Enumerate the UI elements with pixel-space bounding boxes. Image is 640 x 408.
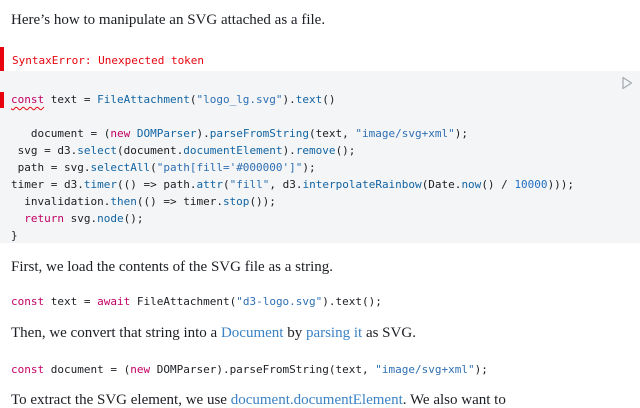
code-token: documentElement: [183, 144, 283, 157]
code-token: ();: [335, 144, 356, 157]
error-message: SyntaxError: Unexpected token: [12, 54, 205, 67]
paragraph-convert: Then, we convert that string into a Docu…: [11, 326, 416, 341]
code-token: remove: [295, 144, 336, 157]
code-token: (() => path.: [116, 178, 197, 191]
code-token: (: [150, 161, 157, 174]
code-token: (: [189, 93, 197, 106]
code-token: [11, 212, 24, 225]
code-token: (text,: [309, 127, 356, 140]
parsing-link[interactable]: parsing it: [305, 325, 363, 341]
code-line: path = svg.selectAll("path[fill='#000000…: [11, 159, 574, 176]
document-link[interactable]: Document: [220, 325, 284, 341]
code-token: (document.: [116, 144, 184, 157]
code-token: ());: [249, 195, 276, 208]
code-line: [11, 108, 574, 125]
paragraph-text: as SVG.: [362, 325, 416, 341]
code-line: invalidation.then(() => timer.stop());: [11, 193, 574, 210]
code-token: const: [11, 93, 45, 106]
code-token: text =: [44, 93, 98, 106]
code-token: ).: [196, 127, 210, 140]
code-token: FileAttachment: [97, 93, 190, 106]
code-token: attr: [196, 178, 223, 191]
code-token: await: [97, 295, 131, 308]
code-token: now: [461, 178, 482, 191]
code-line: timer = d3.timer(() => path.attr("fill",…: [11, 176, 574, 193]
code-snippet-load: const text = await FileAttachment("d3-lo…: [11, 293, 382, 310]
code-line: document = (new DOMParser).parseFromStri…: [11, 125, 574, 142]
code-token: select: [77, 144, 117, 157]
code-token: path = svg.: [11, 161, 91, 174]
code-token: "d3-logo.svg": [236, 295, 323, 308]
code-token: )));: [547, 178, 575, 191]
code-token: invalidation.: [11, 195, 111, 208]
code-token: new: [130, 363, 151, 376]
code-token: interpolateRainbow: [302, 178, 422, 191]
code-line: return svg.node();: [11, 210, 574, 227]
code-token: text =: [44, 295, 98, 308]
code-token: DOMParser).parseFromString(text,: [150, 363, 376, 376]
code-token: "fill": [229, 178, 270, 191]
code-token: }: [11, 229, 18, 242]
code-token: "path[fill='#000000']": [156, 161, 303, 174]
code-cell[interactable]: const text = FileAttachment("logo_lg.svg…: [0, 71, 640, 243]
code-token: , d3.: [269, 178, 303, 191]
code-token: );: [474, 363, 488, 376]
code-token: ).: [282, 144, 296, 157]
code-token: stop: [222, 195, 250, 208]
paragraph-text: by: [283, 325, 306, 341]
code-line: const text = await FileAttachment("d3-lo…: [11, 293, 382, 310]
paragraph-extract: To extract the SVG element, we use docum…: [11, 393, 506, 408]
code-line: const text = FileAttachment("logo_lg.svg…: [11, 91, 574, 108]
code-token: const: [11, 363, 45, 376]
code-token: );: [454, 127, 468, 140]
code-token: (Date.: [421, 178, 462, 191]
code-token: document = (: [44, 363, 131, 376]
code-token: parseFromString: [209, 127, 310, 140]
code-token: ).: [282, 93, 296, 106]
paragraph-text: Then, we convert that string into a: [11, 325, 221, 341]
code-token: 10000: [514, 178, 548, 191]
code-token: "image/svg+xml": [375, 363, 475, 376]
code-line: svg = d3.select(document.documentElement…: [11, 142, 574, 159]
code-token: "image/svg+xml": [355, 127, 455, 140]
code-token: selectAll: [90, 161, 151, 174]
code-line: }: [11, 227, 574, 244]
code-token: ();: [123, 212, 144, 225]
paragraph-text: . We also want to: [402, 392, 506, 408]
code-token: svg = d3.: [11, 144, 78, 157]
play-icon[interactable]: [621, 76, 633, 90]
code-token: [130, 127, 137, 140]
code-token: timer = d3.: [11, 178, 84, 191]
code-token: "logo_lg.svg": [196, 93, 283, 106]
code-token: new: [110, 127, 131, 140]
code-token: );: [302, 161, 316, 174]
code-token: (): [322, 93, 336, 106]
code-editor[interactable]: const text = FileAttachment("logo_lg.svg…: [11, 91, 574, 244]
code-token: FileAttachment(: [130, 295, 237, 308]
code-token: then: [110, 195, 137, 208]
paragraph-text: To extract the SVG element, we use: [11, 392, 231, 408]
code-token: text: [295, 93, 323, 106]
code-snippet-parse: const document = (new DOMParser).parseFr…: [11, 361, 488, 378]
code-token: timer: [83, 178, 117, 191]
intro-paragraph: Here’s how to manipulate an SVG attached…: [11, 12, 326, 28]
code-line: const document = (new DOMParser).parseFr…: [11, 361, 488, 378]
code-token: (() => timer.: [136, 195, 223, 208]
code-token: node: [97, 212, 124, 225]
code-token: const: [11, 295, 45, 308]
code-token: ).text();: [322, 295, 382, 308]
error-indicator: [0, 47, 4, 71]
code-token: svg.: [64, 212, 98, 225]
cell-error-marker: [0, 92, 4, 108]
code-token: document = (: [11, 127, 111, 140]
code-token: (: [222, 178, 230, 191]
paragraph-load: First, we load the contents of the SVG f…: [11, 259, 334, 275]
code-token: DOMParser: [136, 127, 197, 140]
code-token: () /: [481, 178, 515, 191]
document-element-link[interactable]: document.documentElement: [230, 392, 403, 408]
code-token: return: [24, 212, 64, 225]
